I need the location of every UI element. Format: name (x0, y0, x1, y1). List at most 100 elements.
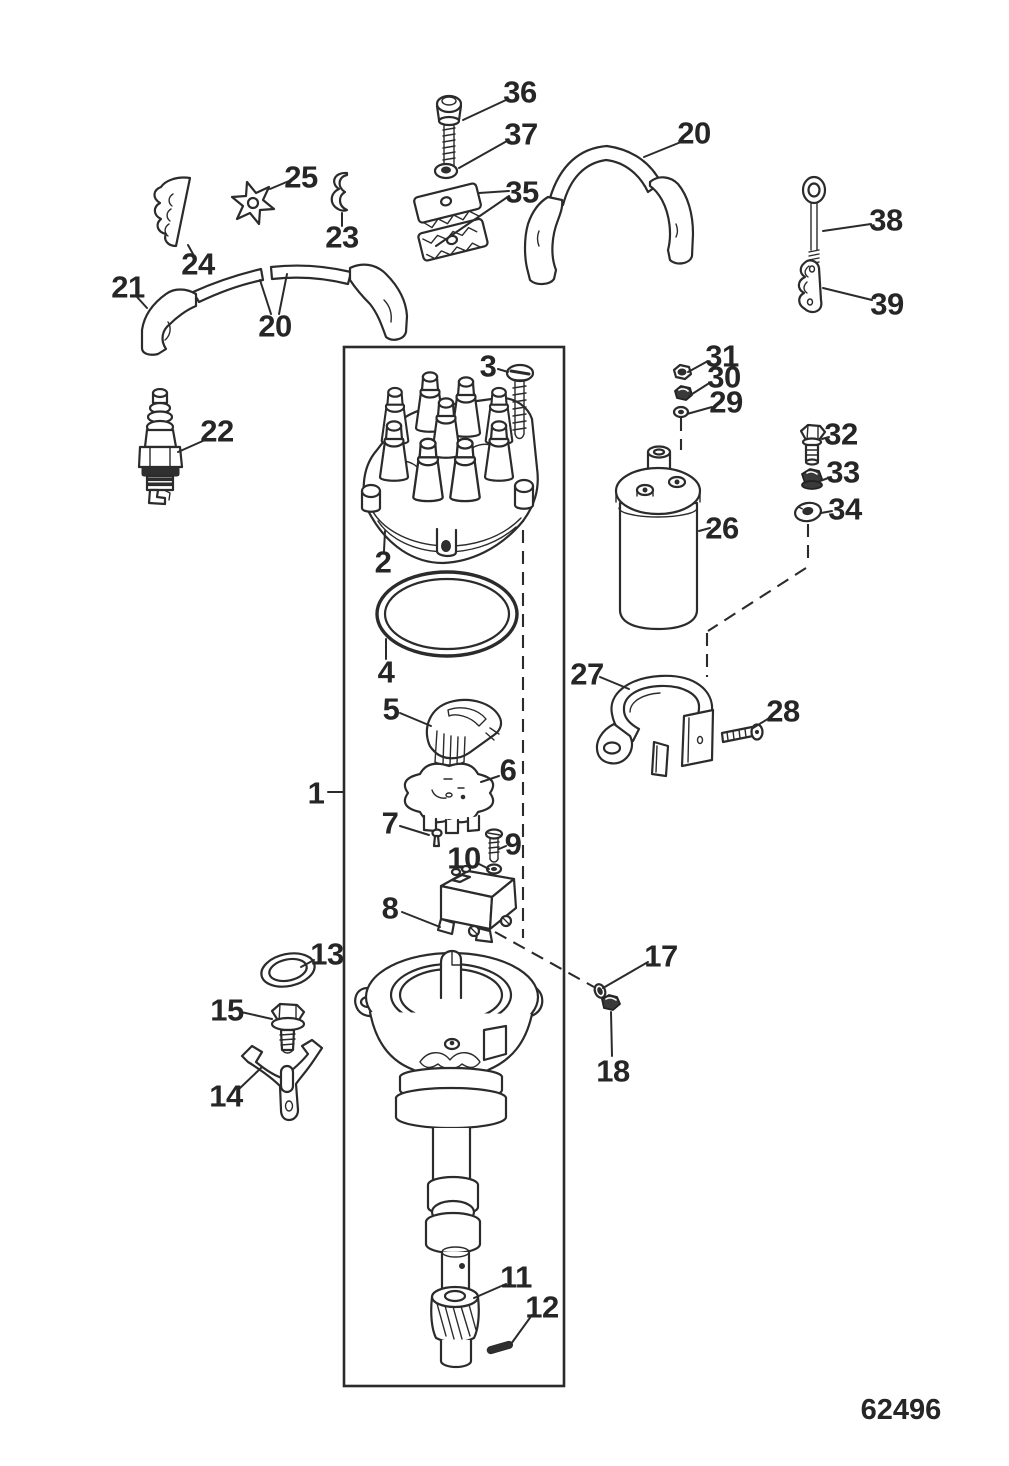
callout-leader-28 (752, 716, 772, 729)
callout-leader-24 (187, 244, 194, 255)
coil-clamp (595, 674, 715, 778)
callout-leader-38 (822, 223, 872, 232)
callout-leader-26 (698, 527, 711, 532)
callout-label-7: 7 (382, 806, 399, 841)
wire-boot-right (348, 263, 409, 341)
callout-leader-33 (819, 476, 832, 482)
callout-leader-6 (480, 775, 500, 783)
callout-label-36: 36 (503, 75, 537, 110)
callout-leader-5 (399, 712, 432, 727)
coil-clamp-screw (720, 723, 764, 744)
arch-boot-left (523, 195, 564, 286)
star-lock-washer (230, 180, 276, 226)
callout-label-20: 20 (677, 116, 710, 151)
callout-label-39: 39 (870, 287, 904, 322)
callout-label-35: 35 (505, 175, 539, 210)
callout-label-18: 18 (596, 1054, 630, 1089)
callout-leader-39 (822, 287, 873, 301)
callout-label-15: 15 (210, 993, 244, 1028)
callout-label-13: 13 (310, 937, 344, 972)
callout-leader-20 (259, 279, 272, 315)
thrust-washer (260, 952, 316, 988)
callout-label-24: 24 (181, 247, 216, 282)
callout-leader-32 (821, 436, 830, 440)
callout-leader-11 (473, 1283, 507, 1299)
hold-down-clamp (240, 1038, 324, 1122)
clamp-screw (435, 94, 463, 171)
coil-nut-top (672, 363, 693, 381)
callout-label-11: 11 (500, 1260, 532, 1295)
callout-leader-25 (269, 180, 290, 190)
callout-leader-20 (643, 141, 682, 158)
callout-label-9: 9 (505, 827, 522, 862)
callout-leader-14 (238, 1067, 262, 1090)
callout-leader-21 (136, 296, 148, 309)
callout-label-5: 5 (383, 692, 400, 727)
spark-plug-wire-assembly (140, 263, 409, 356)
coil-nut-middle (674, 385, 693, 401)
callout-leader-7 (399, 825, 430, 836)
callout-leader-31 (687, 360, 709, 373)
rotor-cover (403, 762, 495, 835)
callout-label-4: 4 (378, 655, 396, 690)
roll-pin (486, 1340, 513, 1355)
distributor-assembly-box (342, 345, 566, 1388)
callout-label-8: 8 (382, 891, 399, 926)
hex-nut (601, 994, 621, 1011)
callout-label-30: 30 (707, 360, 740, 395)
eye-bolt (801, 175, 827, 271)
callout-label-38: 38 (869, 203, 903, 238)
callout-label-17: 17 (644, 939, 677, 974)
cover-screw (431, 828, 443, 848)
spark-plug (137, 387, 184, 506)
callout-label-26: 26 (705, 511, 739, 546)
assembly-dashed-lines-back (521, 418, 810, 938)
callout-label-2: 2 (375, 545, 392, 580)
callout-label-27: 27 (570, 657, 603, 692)
callout-label-20: 20 (258, 309, 291, 344)
assembly-dashed-line (707, 567, 807, 632)
callout-leader-13 (300, 959, 315, 968)
callout-label-28: 28 (766, 694, 800, 729)
clamp-bolt (270, 1002, 306, 1054)
callout-leader-36 (462, 99, 507, 121)
assembly-dashed-lines-front (494, 931, 595, 988)
callout-leader-12 (510, 1314, 533, 1345)
callout-leader-22 (177, 439, 206, 453)
callout-leader-18 (610, 1011, 613, 1057)
bracket-nut (801, 468, 823, 490)
callout-leader-9 (498, 845, 507, 850)
callout-label-1: 1 (308, 776, 325, 811)
bracket-bolt (799, 423, 827, 466)
callout-leader-35 (478, 190, 510, 194)
callout-label-21: 21 (111, 270, 145, 305)
callout-layer: 1234567891011121314151718202021222324252… (111, 75, 904, 1345)
callout-leader-2 (383, 530, 386, 552)
callout-label-10: 10 (447, 841, 480, 876)
callout-label-6: 6 (500, 753, 517, 788)
distributor-cap (360, 371, 539, 565)
sensor-module (436, 864, 518, 944)
bracket-washer (794, 501, 822, 523)
callout-leader-37 (458, 140, 508, 169)
callout-label-25: 25 (284, 160, 318, 195)
callout-label-34: 34 (828, 492, 863, 527)
callout-label-29: 29 (709, 385, 743, 420)
callout-leader-30 (688, 381, 712, 397)
callout-label-22: 22 (200, 414, 233, 449)
arch-boot-right (648, 176, 695, 265)
wire-boot-left (140, 288, 198, 356)
callout-leader-8 (401, 911, 441, 928)
callout-leader-3 (497, 368, 509, 373)
callout-leader-15 (240, 1011, 273, 1020)
callout-label-23: 23 (325, 220, 359, 255)
callout-leader-20 (278, 273, 288, 315)
drawing-number: 62496 (861, 1394, 942, 1426)
wire-separator-clip (153, 176, 192, 248)
callout-leader-34 (820, 510, 833, 514)
module-screw (484, 828, 504, 863)
wire-clip (330, 171, 349, 212)
callout-label-3: 3 (480, 349, 497, 384)
